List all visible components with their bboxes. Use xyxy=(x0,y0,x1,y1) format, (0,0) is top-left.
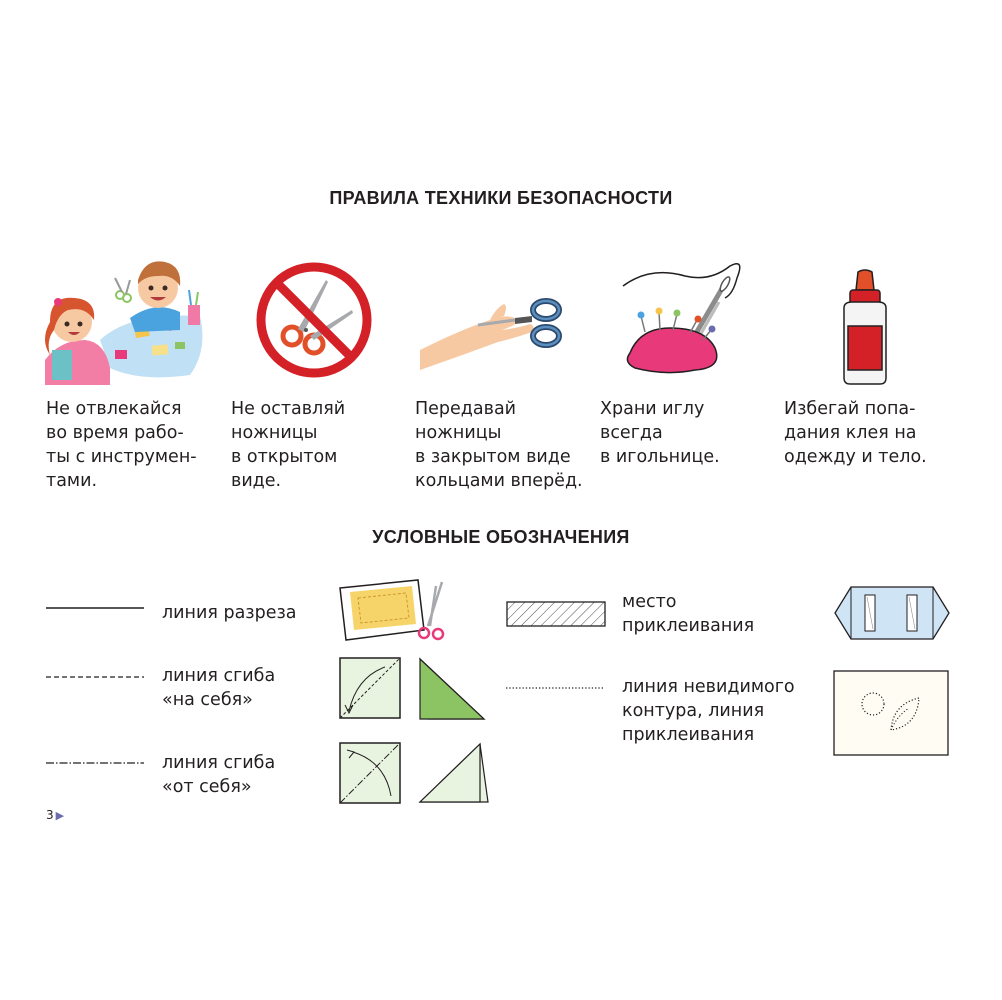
dash-dot-line-symbol xyxy=(46,762,144,764)
rule-text-4: Храни иглу всегда в игольнице. xyxy=(600,399,720,467)
invisible-contour-icon xyxy=(833,670,949,756)
safety-rules-title: ПРАВИЛА ТЕХНИКИ БЕЗОПАСНОСТИ xyxy=(329,188,673,208)
page-arrow-icon: ▶ xyxy=(55,809,65,822)
glue-place-hexagon-icon xyxy=(834,586,950,640)
dashed-line-symbol xyxy=(46,676,144,678)
glue-bottle-icon xyxy=(843,269,887,385)
fold-toward-square-icon xyxy=(339,657,401,719)
no-open-scissors-icon xyxy=(256,262,372,378)
solid-line-symbol xyxy=(46,607,144,609)
fold-away-triangle-icon xyxy=(418,742,489,803)
legend-label-glue-place: место приклеивания xyxy=(622,592,755,636)
rule-text-5: Избегай попа- дания клея на одежду и тел… xyxy=(784,399,927,467)
rule-text-3: Передавай ножницы в закрытом виде кольца… xyxy=(415,399,583,491)
children-crafting-icon xyxy=(45,261,203,385)
fold-toward-triangle-icon xyxy=(419,657,486,720)
legend-label-fold-away: линия сгиба «от себя» xyxy=(162,753,276,797)
rule-text-2: Не оставляй ножницы в открытом виде. xyxy=(231,399,346,491)
legend-label-fold-toward: линия сгиба «на себя» xyxy=(162,666,276,710)
legend-label-invisible-line: линия невидимого контура, линия приклеив… xyxy=(622,677,795,745)
fold-away-square-icon xyxy=(339,742,401,804)
cut-paper-scissors-icon xyxy=(339,579,445,641)
legend-label-cut: линия разреза xyxy=(162,603,297,623)
hand-passing-scissors-icon xyxy=(420,298,562,370)
hatched-rectangle-symbol xyxy=(506,601,606,627)
rule-text-1: Не отвлекайся во время рабо- ты с инстру… xyxy=(46,399,197,491)
dotted-line-symbol xyxy=(506,687,604,689)
legend-title: УСЛОВНЫЕ ОБОЗНАЧЕНИЯ xyxy=(372,527,630,547)
page-number: 3▶ xyxy=(46,808,65,822)
needle-pincushion-icon xyxy=(622,263,741,374)
